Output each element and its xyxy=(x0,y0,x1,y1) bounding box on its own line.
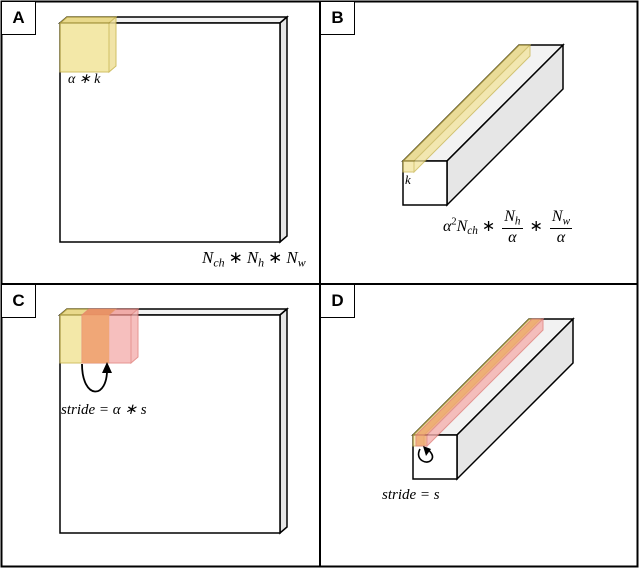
panel-a-kernel-label: α ∗ k xyxy=(68,72,101,87)
operator: ∗ xyxy=(481,217,496,235)
panel-b-kernel xyxy=(401,43,532,174)
panel-b-tensor xyxy=(401,43,565,207)
term: α xyxy=(443,217,452,235)
operator: ∗ xyxy=(228,248,243,267)
subscript: w xyxy=(297,255,306,270)
panel-c-stride-arrow xyxy=(81,363,108,393)
term: N xyxy=(456,217,468,235)
panel-d-tensor xyxy=(411,317,575,481)
subscript: w xyxy=(562,215,571,228)
subscript: ch xyxy=(213,255,225,270)
subscript: ch xyxy=(467,225,478,238)
panel-d-arrowhead-icon xyxy=(423,446,431,456)
subscript: h xyxy=(258,255,265,270)
term: N xyxy=(246,248,259,267)
panel-label-b: B xyxy=(321,2,355,35)
numerator: N xyxy=(504,208,515,225)
panel-c-arrowhead-icon xyxy=(102,362,112,373)
panel-c-stride-label: stride = α ∗ s xyxy=(61,402,147,418)
panel-d-kernel-pink xyxy=(414,317,545,448)
panel-b-kernel-label: k xyxy=(405,172,411,187)
panel-d-stride-label: stride = s xyxy=(382,487,440,503)
panel-a-kernel xyxy=(58,15,118,74)
panel-c-kernel-overlap xyxy=(82,309,116,363)
numerator: N xyxy=(551,208,563,225)
subscript: h xyxy=(514,215,521,228)
term: N xyxy=(202,248,214,267)
operator: ∗ xyxy=(268,248,283,267)
denominator: α xyxy=(556,228,566,246)
denominator: α xyxy=(508,228,517,246)
term: N xyxy=(286,248,298,267)
panel-a-tensor-label: Nch∗Nh∗Nw xyxy=(202,248,306,271)
operator: ∗ xyxy=(529,217,543,235)
superscript: 2 xyxy=(451,216,457,228)
panel-label-c: C xyxy=(2,285,36,318)
panel-label-a: A xyxy=(2,2,36,35)
panel-d-stride-arrow xyxy=(417,448,434,463)
panel-label-d: D xyxy=(321,285,355,318)
